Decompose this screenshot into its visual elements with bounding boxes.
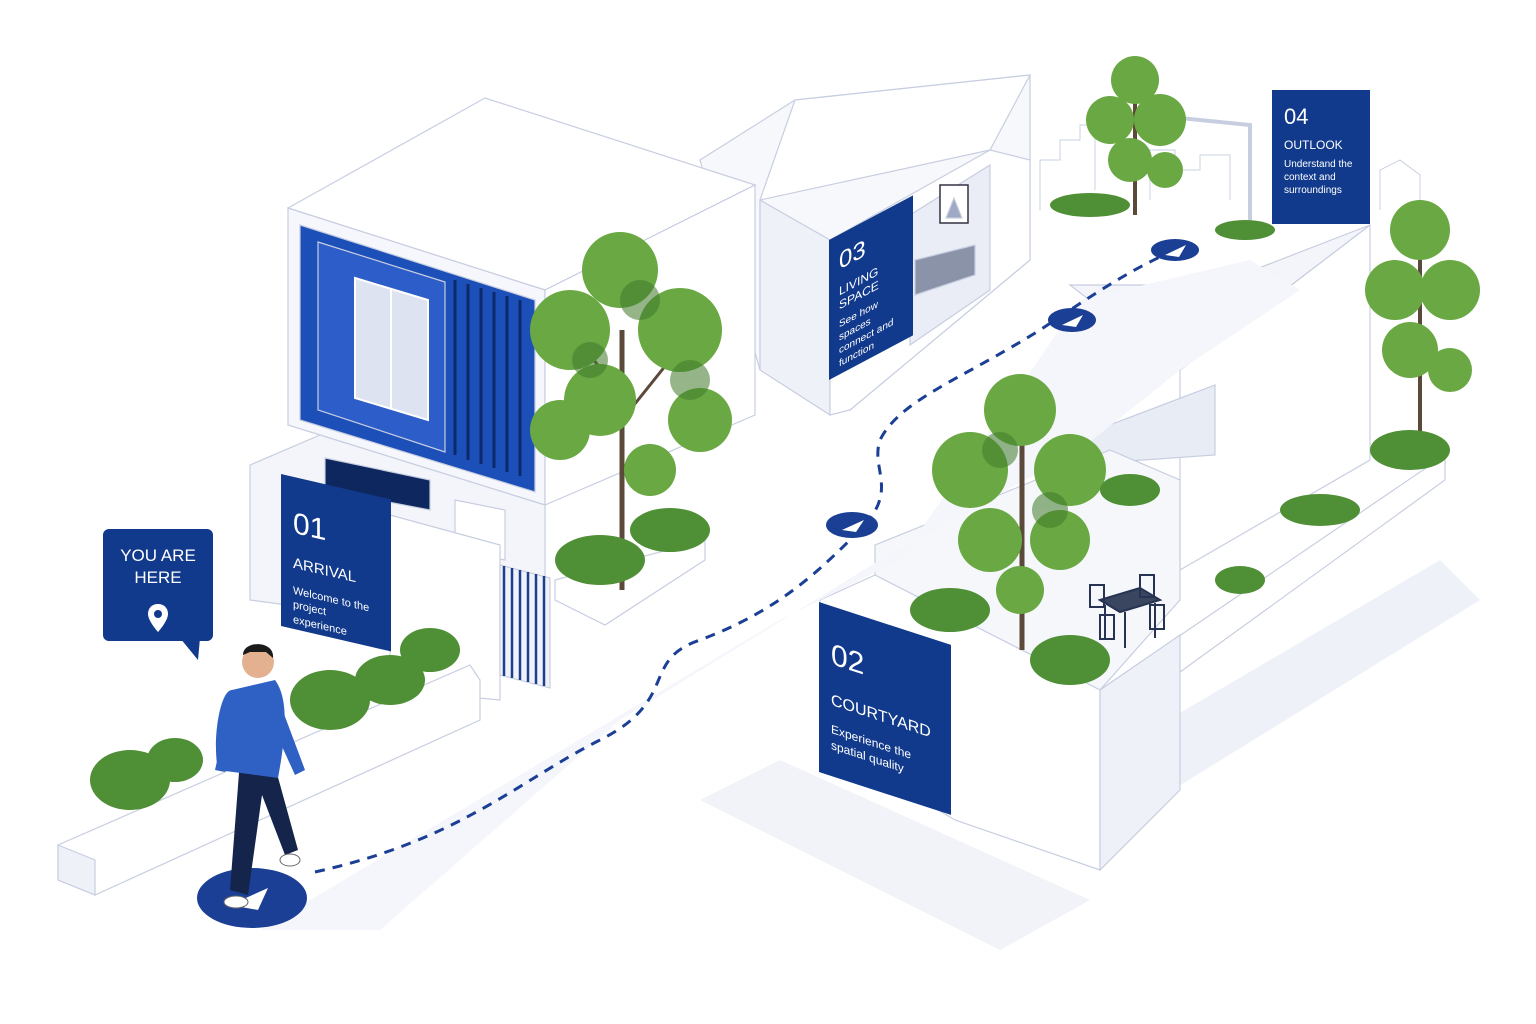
- tree-courtyard: [932, 374, 1106, 650]
- tree-arrival: [530, 232, 732, 590]
- step-title: OUTLOOK: [1284, 138, 1343, 152]
- navigation-arrow-icon: [842, 520, 864, 532]
- step-panel-outlook[interactable]: 04 OUTLOOK Understand the context and su…: [1272, 90, 1370, 224]
- you-are-here-badge: YOU ARE HERE: [103, 529, 213, 641]
- location-pin-icon: [148, 604, 168, 632]
- step-description: Understand the context and surroundings: [1284, 159, 1353, 196]
- path-markers: [826, 239, 1199, 538]
- step-number: 01: [293, 506, 327, 548]
- shrubs: [90, 193, 1450, 810]
- step-number: 04: [1284, 104, 1309, 129]
- tree-right: [1365, 200, 1480, 440]
- route-dashed-line: [314, 248, 1176, 874]
- ground-shadows: [700, 560, 1480, 950]
- path-marker-2[interactable]: [1048, 308, 1096, 332]
- navigation-arrow-icon: [1165, 245, 1186, 257]
- path-marker-1[interactable]: [826, 512, 878, 538]
- path-marker-3[interactable]: [1151, 239, 1199, 261]
- navigation-arrow-icon: [1062, 315, 1083, 327]
- you-are-here-label: YOU ARE HERE: [120, 546, 196, 587]
- step-panel-arrival[interactable]: 01 ARRIVAL Welcome to the project experi…: [281, 474, 391, 652]
- you-are-here-tail: [180, 638, 200, 660]
- walking-person: [197, 644, 307, 928]
- tree-outlook: [1086, 56, 1186, 215]
